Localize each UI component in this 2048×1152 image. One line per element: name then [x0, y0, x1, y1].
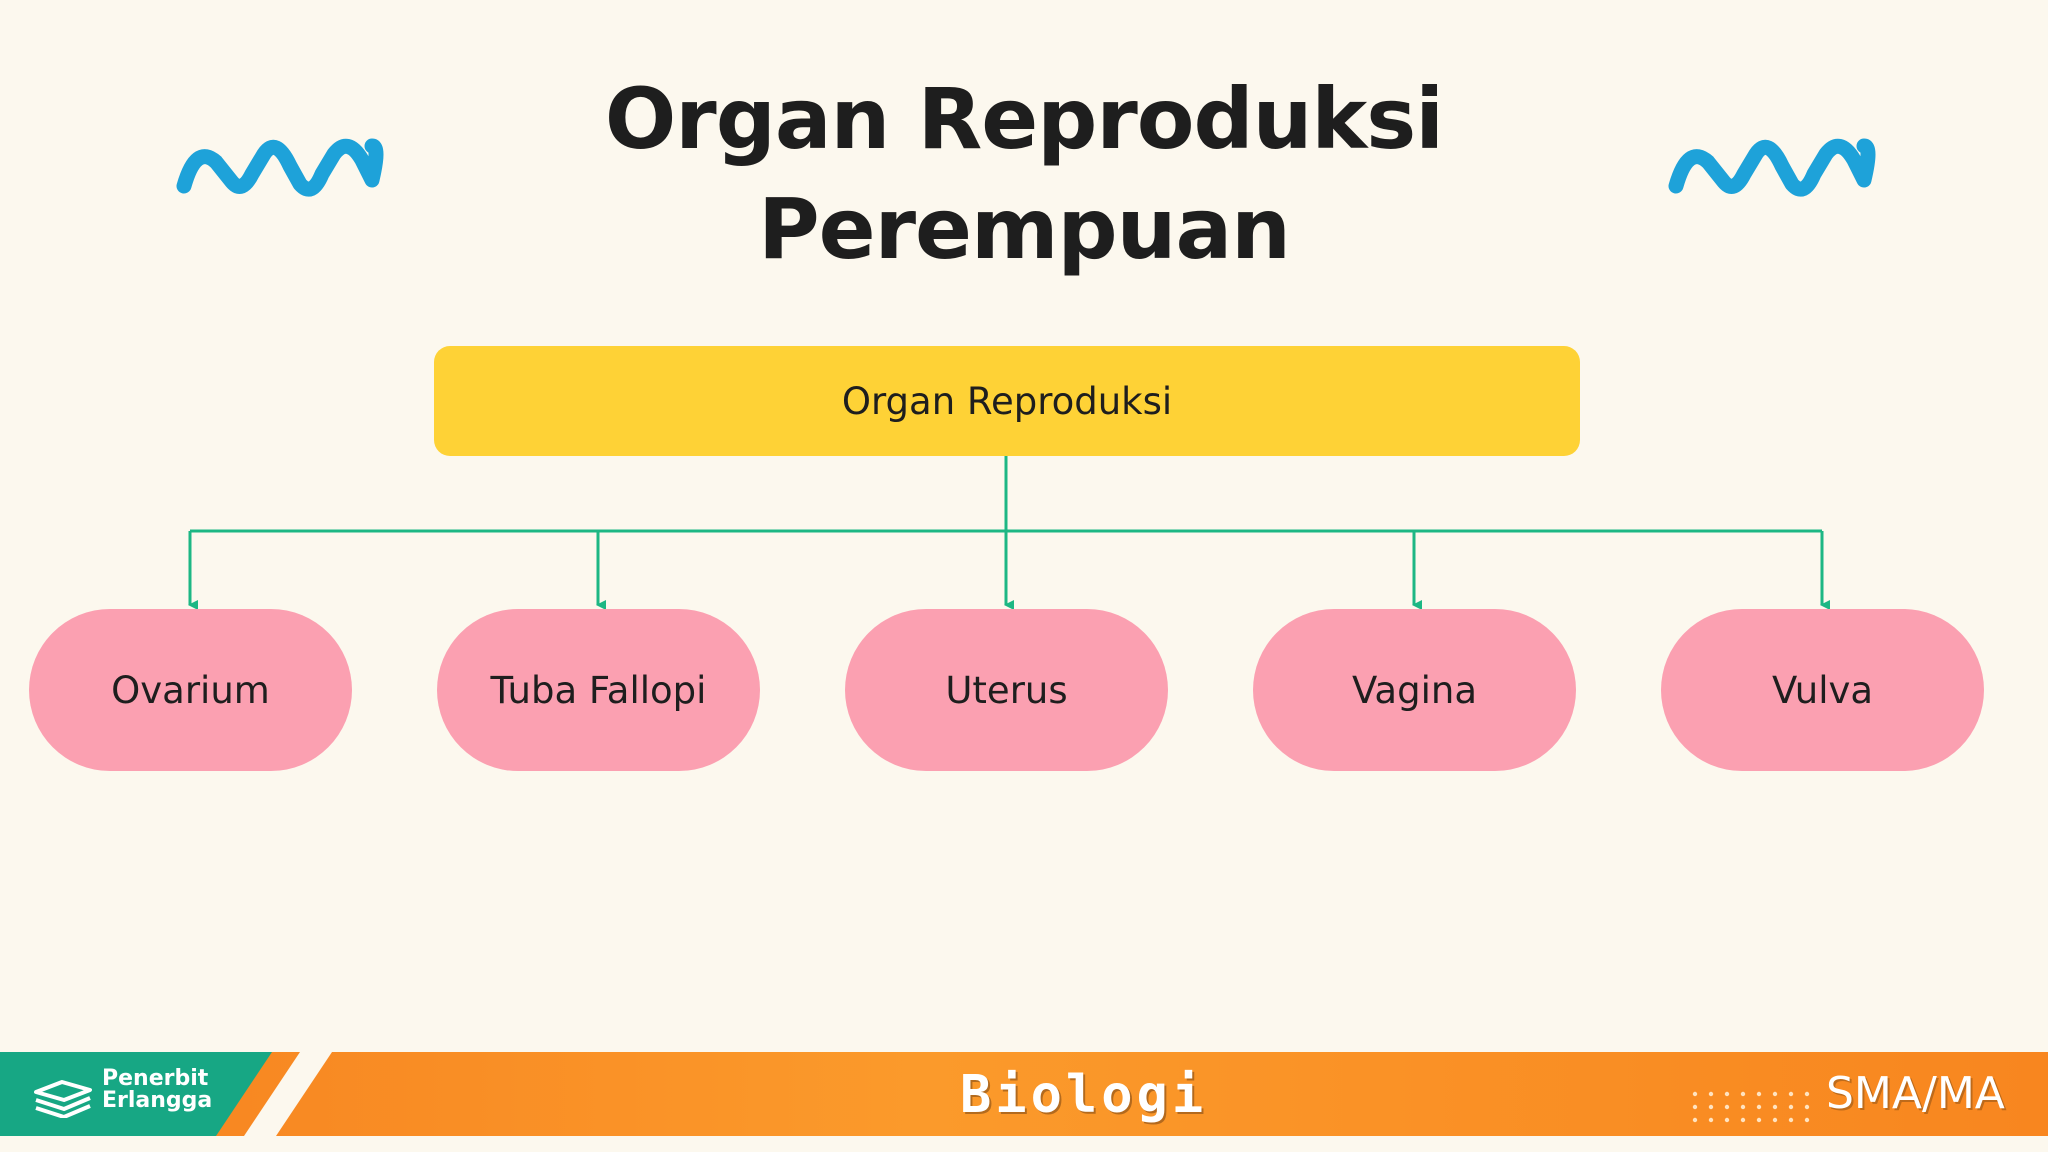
- leaf-node-uterus: Uterus: [845, 609, 1168, 771]
- school-level-label: SMA/MA: [1826, 1068, 2005, 1119]
- books-logo-icon: [34, 1080, 92, 1118]
- slide-title: Organ Reproduksi Perempuan: [524, 64, 1524, 284]
- zigzag-right-icon: [1668, 138, 1876, 197]
- leaf-node-label: Vagina: [1351, 668, 1477, 712]
- leaf-node-tuba-fallopi: Tuba Fallopi: [437, 609, 760, 771]
- footer-banner: Penerbit Erlangga Biologi SMA/MA: [0, 1052, 2048, 1136]
- title-line-1: Organ Reproduksi: [604, 70, 1444, 168]
- root-node: Organ Reproduksi: [434, 346, 1580, 456]
- zigzag-left-icon: [176, 138, 384, 197]
- leaf-node-vagina: Vagina: [1253, 609, 1576, 771]
- leaf-node-label: Vulva: [1771, 668, 1874, 712]
- publisher-name-line-2: Erlangga: [102, 1088, 213, 1113]
- leaf-node-ovarium: Ovarium: [29, 609, 352, 771]
- publisher-name-line-1: Penerbit: [102, 1066, 209, 1091]
- root-node-label: Organ Reproduksi: [841, 379, 1173, 423]
- publisher-logo-text: Penerbit Erlangga: [102, 1068, 212, 1112]
- footer-bottom-margin: [0, 1136, 2048, 1152]
- leaf-node-label: Ovarium: [111, 668, 270, 712]
- leaf-node-label: Uterus: [945, 668, 1068, 712]
- leaf-node-label: Tuba Fallopi: [490, 668, 707, 712]
- leaf-node-vulva: Vulva: [1661, 609, 1984, 771]
- subject-label: Biologi: [960, 1065, 1208, 1125]
- title-line-2: Perempuan: [758, 180, 1291, 278]
- dot-pattern-icon: [1692, 1091, 1810, 1123]
- footer-orange-band: [0, 1052, 2048, 1136]
